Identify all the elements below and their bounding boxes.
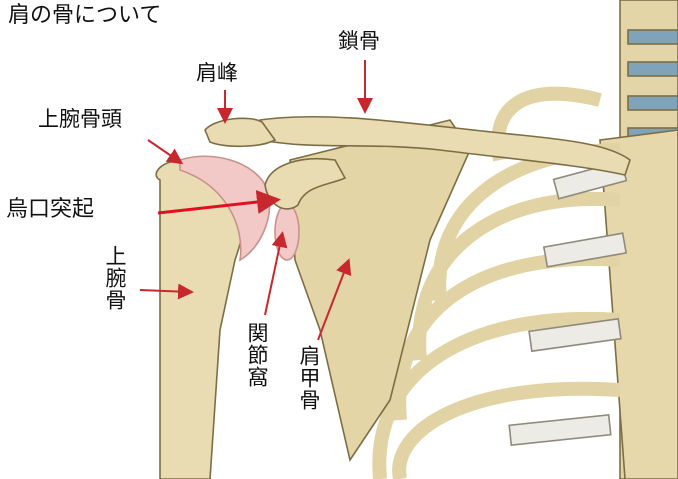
label-humerus: 上腕骨: [103, 245, 128, 311]
label-humeral-head: 上腕骨頭: [38, 107, 122, 131]
page-title: 肩の骨について: [8, 3, 162, 28]
label-scapula: 肩甲骨: [297, 345, 322, 411]
spine: [599, 0, 678, 479]
label-acromion: 肩峰: [196, 61, 238, 85]
coracoid-arrow: [157, 190, 281, 215]
label-glenoid: 関節窩: [245, 322, 270, 388]
clavicle: [259, 115, 631, 176]
label-arrows: [139, 60, 373, 341]
label-clavicle: 鎖骨: [338, 29, 380, 53]
humeral-head-cartilage: [179, 155, 271, 262]
label-coracoid: 烏口突起: [6, 197, 95, 222]
